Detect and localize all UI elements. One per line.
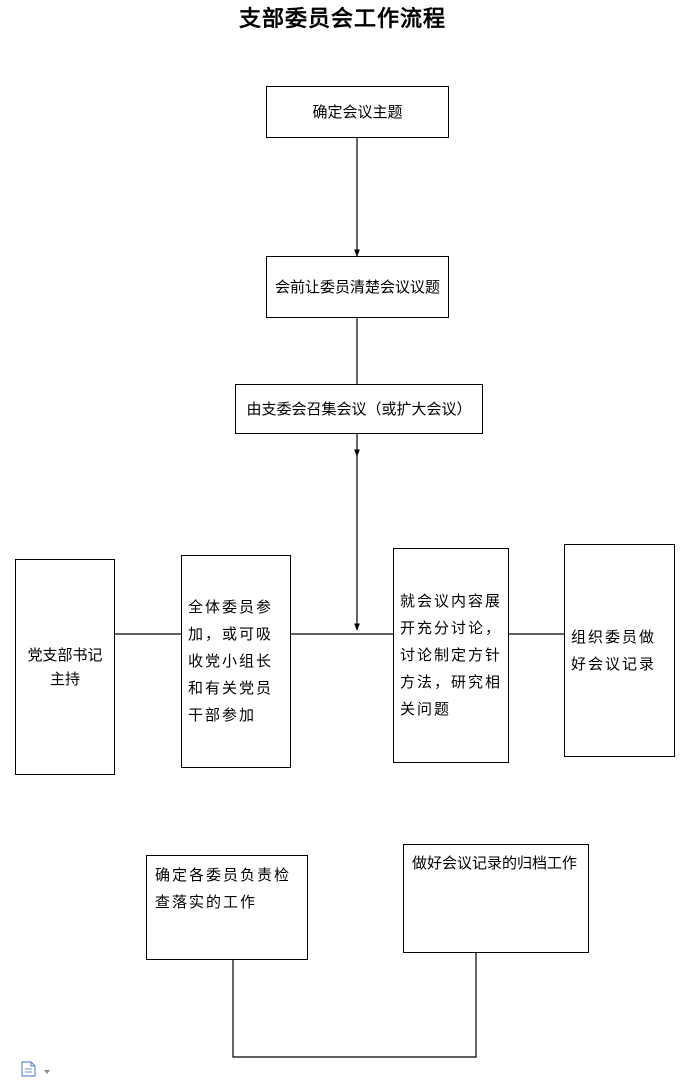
box-inform: 会前让委员清楚会议议题: [266, 256, 449, 318]
box-attend-text: 全体委员参加，或可吸收党小组长和有关党员干部参加: [188, 598, 274, 724]
box-discuss: 就会议内容展开充分讨论，讨论制定方针方法，研究相关问题: [393, 548, 509, 763]
caret-down-icon: [44, 1070, 50, 1074]
box-archive-text: 做好会议记录的归档工作: [412, 854, 578, 872]
box-host-text: 党支部书记主持: [27, 646, 103, 688]
document-icon[interactable]: [20, 1060, 56, 1078]
box-discuss-text: 就会议内容展开充分讨论，讨论制定方针方法，研究相关问题: [400, 592, 503, 718]
box-inform-text: 会前让委员清楚会议议题: [274, 278, 440, 296]
box-record: 组织委员做好会议记录: [564, 544, 675, 757]
box-convene: 由支委会召集会议（或扩大会议）: [235, 384, 483, 434]
box-convene-text: 由支委会召集会议（或扩大会议）: [246, 400, 472, 418]
box-topic: 确定会议主题: [266, 86, 449, 138]
box-topic-text: 确定会议主题: [312, 103, 403, 121]
page-title: 支部委员会工作流程: [238, 6, 446, 32]
box-implement-text: 确定各委员负责检查落实的工作: [155, 866, 292, 911]
box-implement: 确定各委员负责检查落实的工作: [146, 855, 308, 960]
line-implement-to-archive: [232, 953, 477, 1058]
box-record-text: 组织委员做好会议记录: [571, 627, 657, 673]
box-host: 党支部书记主持: [15, 559, 115, 775]
box-archive: 做好会议记录的归档工作: [403, 844, 589, 953]
box-attend: 全体委员参加，或可吸收党小组长和有关党员干部参加: [181, 555, 291, 768]
